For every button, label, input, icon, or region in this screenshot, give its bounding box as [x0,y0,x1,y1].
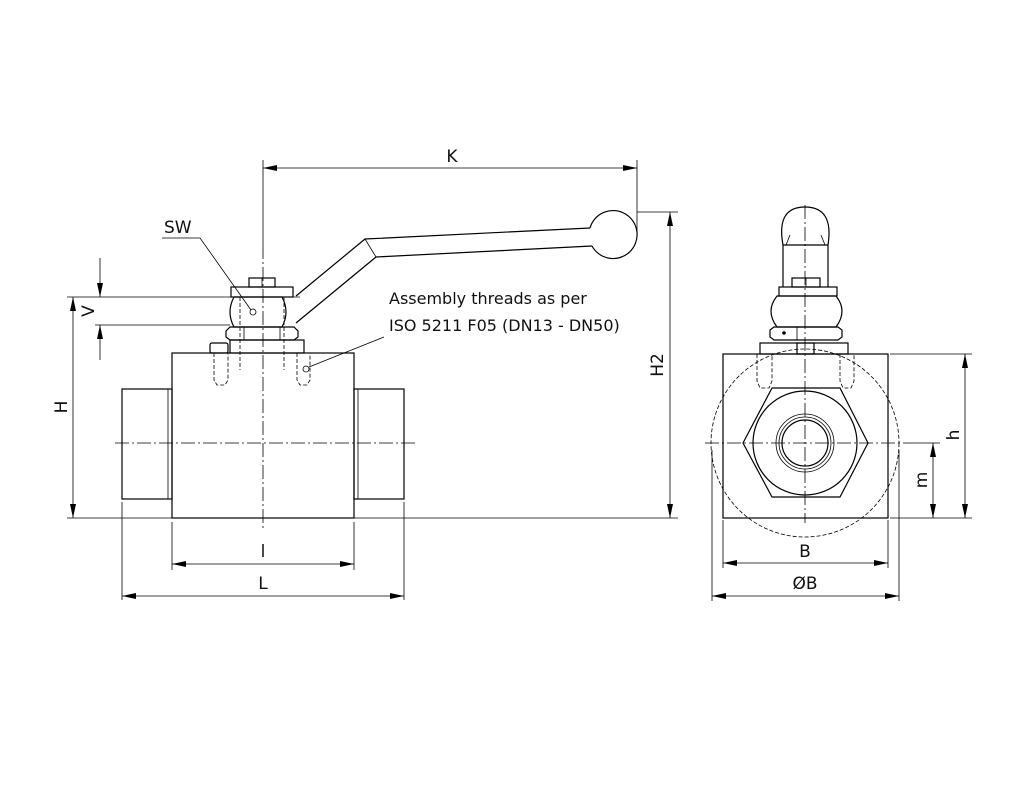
label-SW: SW [164,218,192,238]
side-view: h m B ØB [705,205,972,601]
dim-label-H: H [52,401,72,414]
side-body [722,353,889,519]
dim-label-l: l [261,542,266,562]
dim-label-h: h [944,430,964,441]
front-view: K H2 H V l L SW Assembly threads as per [52,147,678,600]
dim-label-m: m [912,472,932,489]
dim-label-V: V [79,305,99,317]
note-line-1: Assembly threads as per [389,289,587,308]
left-end-fitting [121,388,173,500]
dim-label-diameter-B: ØB [792,574,817,594]
hex-nut [225,326,299,341]
stem-nut [229,296,287,328]
pin [209,342,229,354]
lever-handle [295,209,638,324]
hex-port [742,387,869,498]
handle-ball [589,209,638,260]
note-line-2: ISO 5211 F05 (DN13 - DN50) [389,316,620,335]
dim-label-B: B [799,542,811,562]
bonnet [209,277,305,370]
dim-label-K: K [446,147,458,167]
dim-label-H2: H2 [648,353,668,377]
right-end-fitting [353,388,405,500]
mounting-holes [213,353,311,386]
dim-label-L: L [258,574,268,594]
